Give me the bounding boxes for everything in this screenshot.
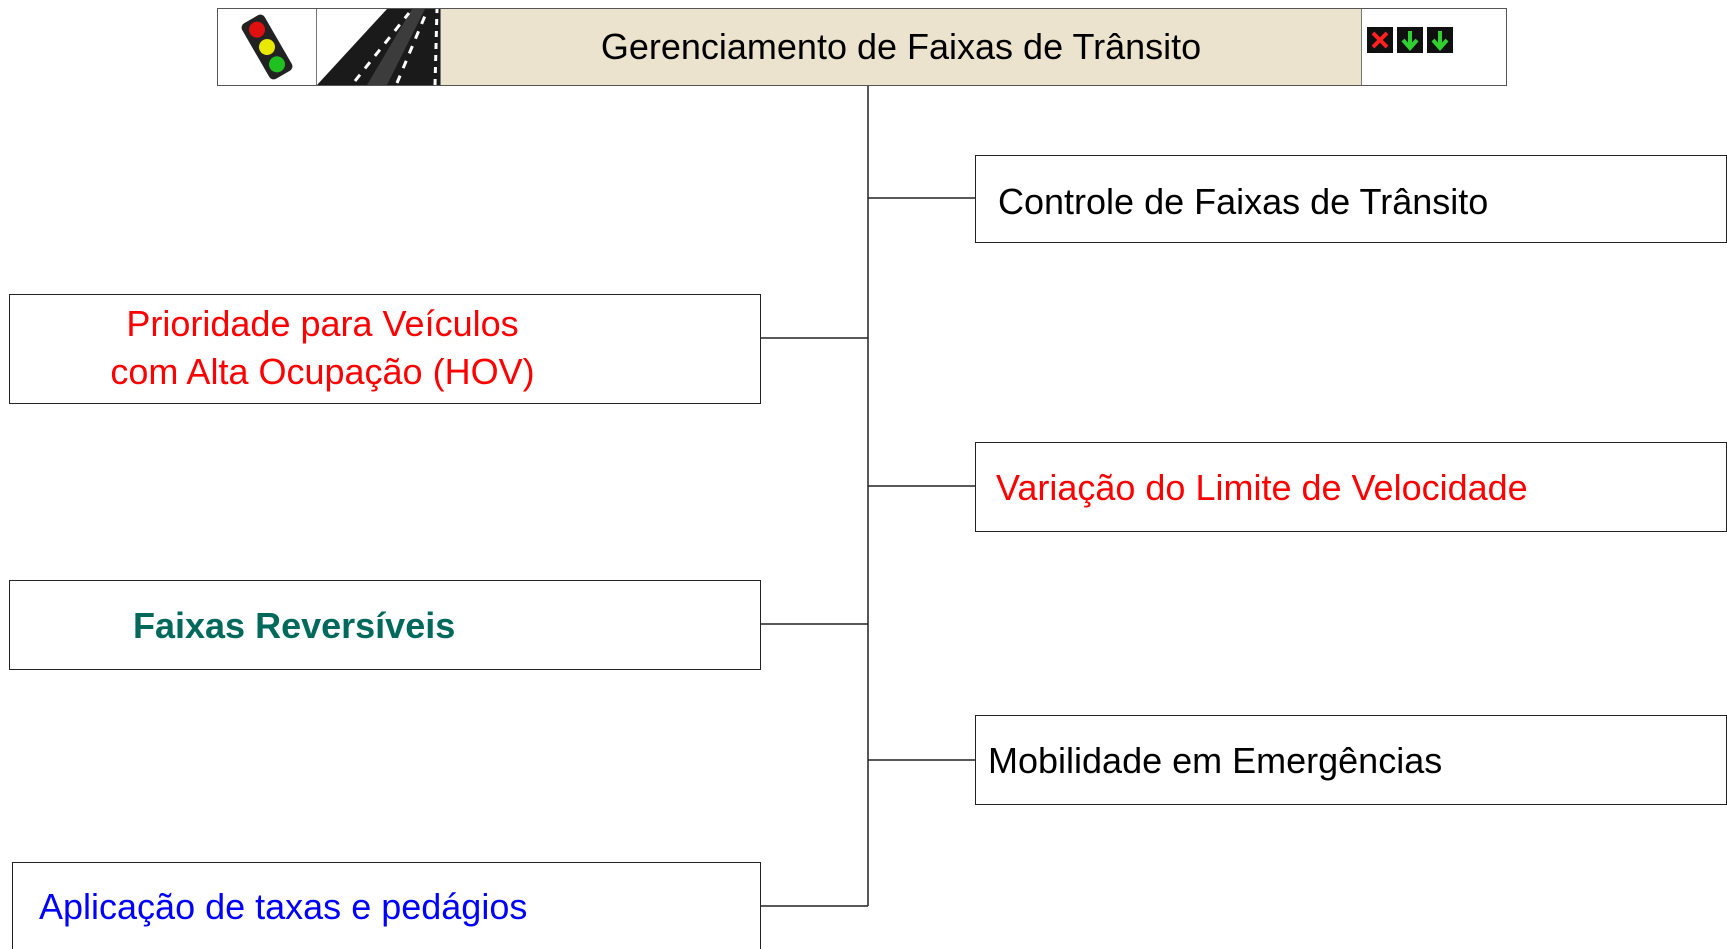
traffic-light-icon bbox=[218, 9, 317, 85]
node-mobilidade-emergencias: Mobilidade em Emergências bbox=[975, 715, 1727, 805]
node-prioridade-label-line2: com Alta Ocupação (HOV) bbox=[110, 351, 535, 392]
node-aplicacao-taxas: Aplicação de taxas e pedágios bbox=[12, 862, 761, 949]
node-variacao-velocidade: Variação do Limite de Velocidade bbox=[975, 442, 1727, 532]
node-variacao-label: Variação do Limite de Velocidade bbox=[996, 467, 1528, 508]
diagram-title: Gerenciamento de Faixas de Trânsito bbox=[600, 26, 1202, 67]
node-reversiveis-label: Faixas Reversíveis bbox=[133, 605, 456, 646]
node-prioridade-hov: Prioridade para Veículos com Alta Ocupaç… bbox=[9, 294, 761, 404]
node-aplicacao-label: Aplicação de taxas e pedágios bbox=[39, 886, 528, 927]
red-x-signal-icon bbox=[1367, 27, 1393, 53]
node-mobilidade-label: Mobilidade em Emergências bbox=[988, 740, 1443, 781]
green-arrow-signal-icon bbox=[1397, 27, 1423, 53]
diagram-header: Gerenciamento de Faixas de Trânsito bbox=[217, 8, 1507, 86]
node-prioridade-label-line1: Prioridade para Veículos bbox=[126, 303, 519, 344]
node-controle-faixas: Controle de Faixas de Trânsito bbox=[975, 155, 1727, 243]
road-icon bbox=[317, 8, 441, 86]
node-controle-label: Controle de Faixas de Trânsito bbox=[998, 181, 1489, 222]
lane-control-signal-icon bbox=[1367, 27, 1453, 53]
header-title-band: Gerenciamento de Faixas de Trânsito bbox=[441, 9, 1362, 85]
green-arrow-signal-icon bbox=[1427, 27, 1453, 53]
node-faixas-reversiveis: Faixas Reversíveis bbox=[9, 580, 761, 670]
